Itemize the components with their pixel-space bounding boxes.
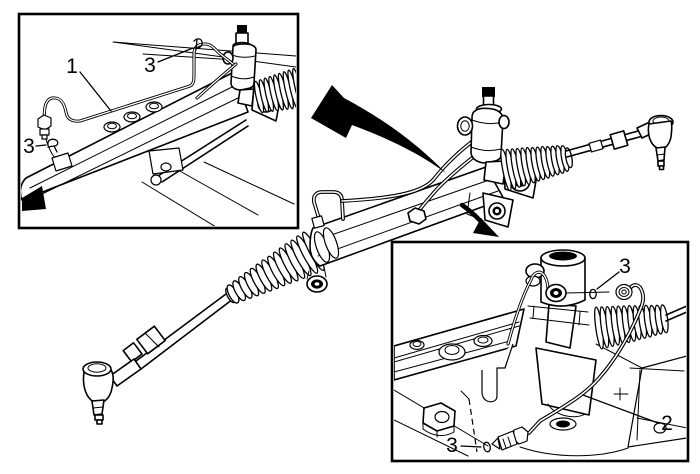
callout-label-3-bottom-right-b: 3 [446,434,458,457]
left-boot [225,231,325,304]
arrow-to-top-left-inset [311,85,446,173]
leader-3-lower [35,144,47,147]
cylinder-tube [394,308,525,381]
alignment-dash-line [468,398,478,453]
callout-label-3-top-left-b: 3 [23,135,35,158]
frame-line [112,41,296,68]
pipe-retainer-clip-upper [193,38,203,51]
callout-label-3-top-left-a: 3 [144,54,156,77]
housing-bosses [103,101,163,133]
pipe-retainer-clip-lower [47,138,59,153]
leader-3-upper [596,271,620,290]
hydraulic-transfer-pipes [311,135,487,229]
right-tie-rod [565,114,674,171]
hex-nut [422,402,456,438]
inset-bottom-right [390,240,690,463]
inset-top-left [17,12,300,230]
inset-br-boot [594,304,669,350]
pipe-flare-nut [407,207,427,225]
pipe-end-fitting [37,114,52,131]
ball-stud [655,146,666,162]
o-ring-lower [483,441,491,453]
callout-label-3-bottom-right-a: 3 [619,255,631,278]
input-shaft-spline [482,87,495,97]
frame-bracket [519,343,686,457]
steering-gear-pipe-2 [491,283,646,451]
callout-label-2: 2 [661,412,673,435]
right-boot [500,145,573,192]
leader-1 [79,71,112,112]
steering-rack-tube [306,166,505,293]
valve-housing [456,87,539,228]
callout-label-1: 1 [66,55,78,78]
leader-3-lower [460,445,482,448]
o-ring-upper [589,288,597,300]
inset-tl-boot [253,67,296,114]
left-tie-rod-end [82,358,142,425]
leader-3-upper [157,47,194,63]
steering-gear-pipe-1 [37,42,235,172]
left-inner-tie-rod [122,290,234,370]
main-assembly [82,85,674,425]
arrow-to-bottom-right-inset [459,202,499,237]
leader-2 [582,394,659,424]
